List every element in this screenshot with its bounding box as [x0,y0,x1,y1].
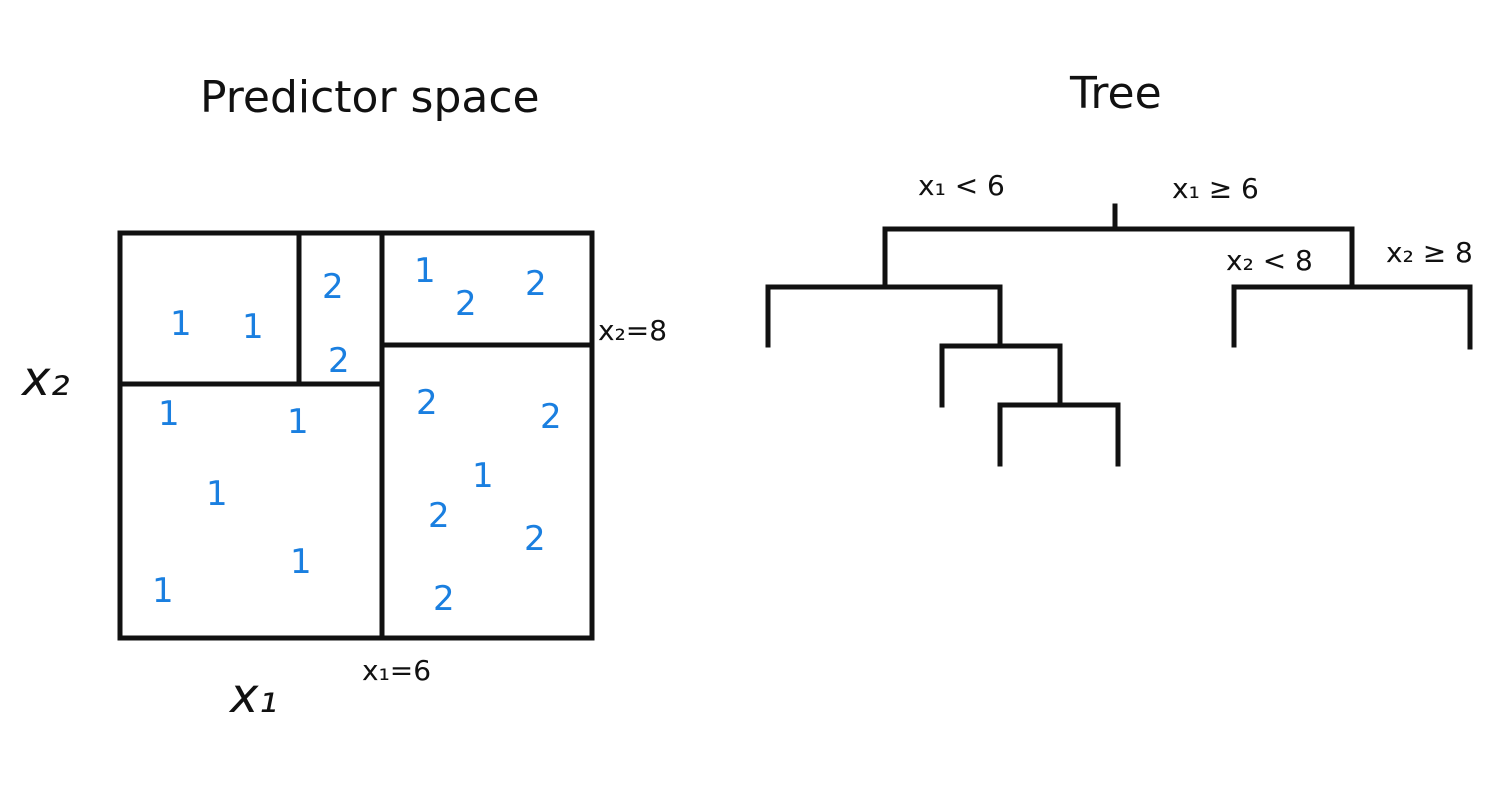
predictor-space-border [117,230,595,641]
right-right-condition: x₂ ≥ 8 [1386,236,1473,269]
class-label-1: 1 [472,456,494,496]
y-axis-label: x₂ [20,351,70,407]
tree-branches [765,203,1473,467]
class-label-2: 2 [525,264,547,304]
class-label-2: 2 [328,341,350,381]
tree-panel: Tree x₁ < 6 x₁ ≥ 6 x₂ < 8 x₂ ≥ 8 [765,68,1473,467]
class-label-2: 2 [540,397,562,437]
class-label-1: 1 [287,402,309,442]
split-x-label: x₁=6 [362,654,431,687]
class-label-2: 2 [524,519,546,559]
right-left-condition: x₂ < 8 [1226,244,1313,277]
class-label-1: 1 [414,251,436,291]
class-label-1: 1 [206,474,228,514]
x-axis-label: x₁ [228,668,278,724]
class-label-2: 2 [322,267,344,307]
root-right-condition: x₁ ≥ 6 [1172,172,1259,205]
split-y-label: x₂=8 [598,314,667,347]
class-label-2: 2 [433,579,455,619]
class-label-2: 2 [428,496,450,536]
class-label-1: 1 [152,571,174,611]
class-label-2: 2 [455,284,477,324]
class-label-1: 1 [290,542,312,582]
root-left-condition: x₁ < 6 [918,169,1005,202]
class-label-1: 1 [242,307,264,347]
class-label-1: 1 [170,304,192,344]
class-label-2: 2 [416,383,438,423]
class-label-1: 1 [158,394,180,434]
predictor-space-title: Predictor space [200,72,540,123]
predictor-space-grid [117,230,595,641]
tree-title: Tree [1069,68,1162,119]
